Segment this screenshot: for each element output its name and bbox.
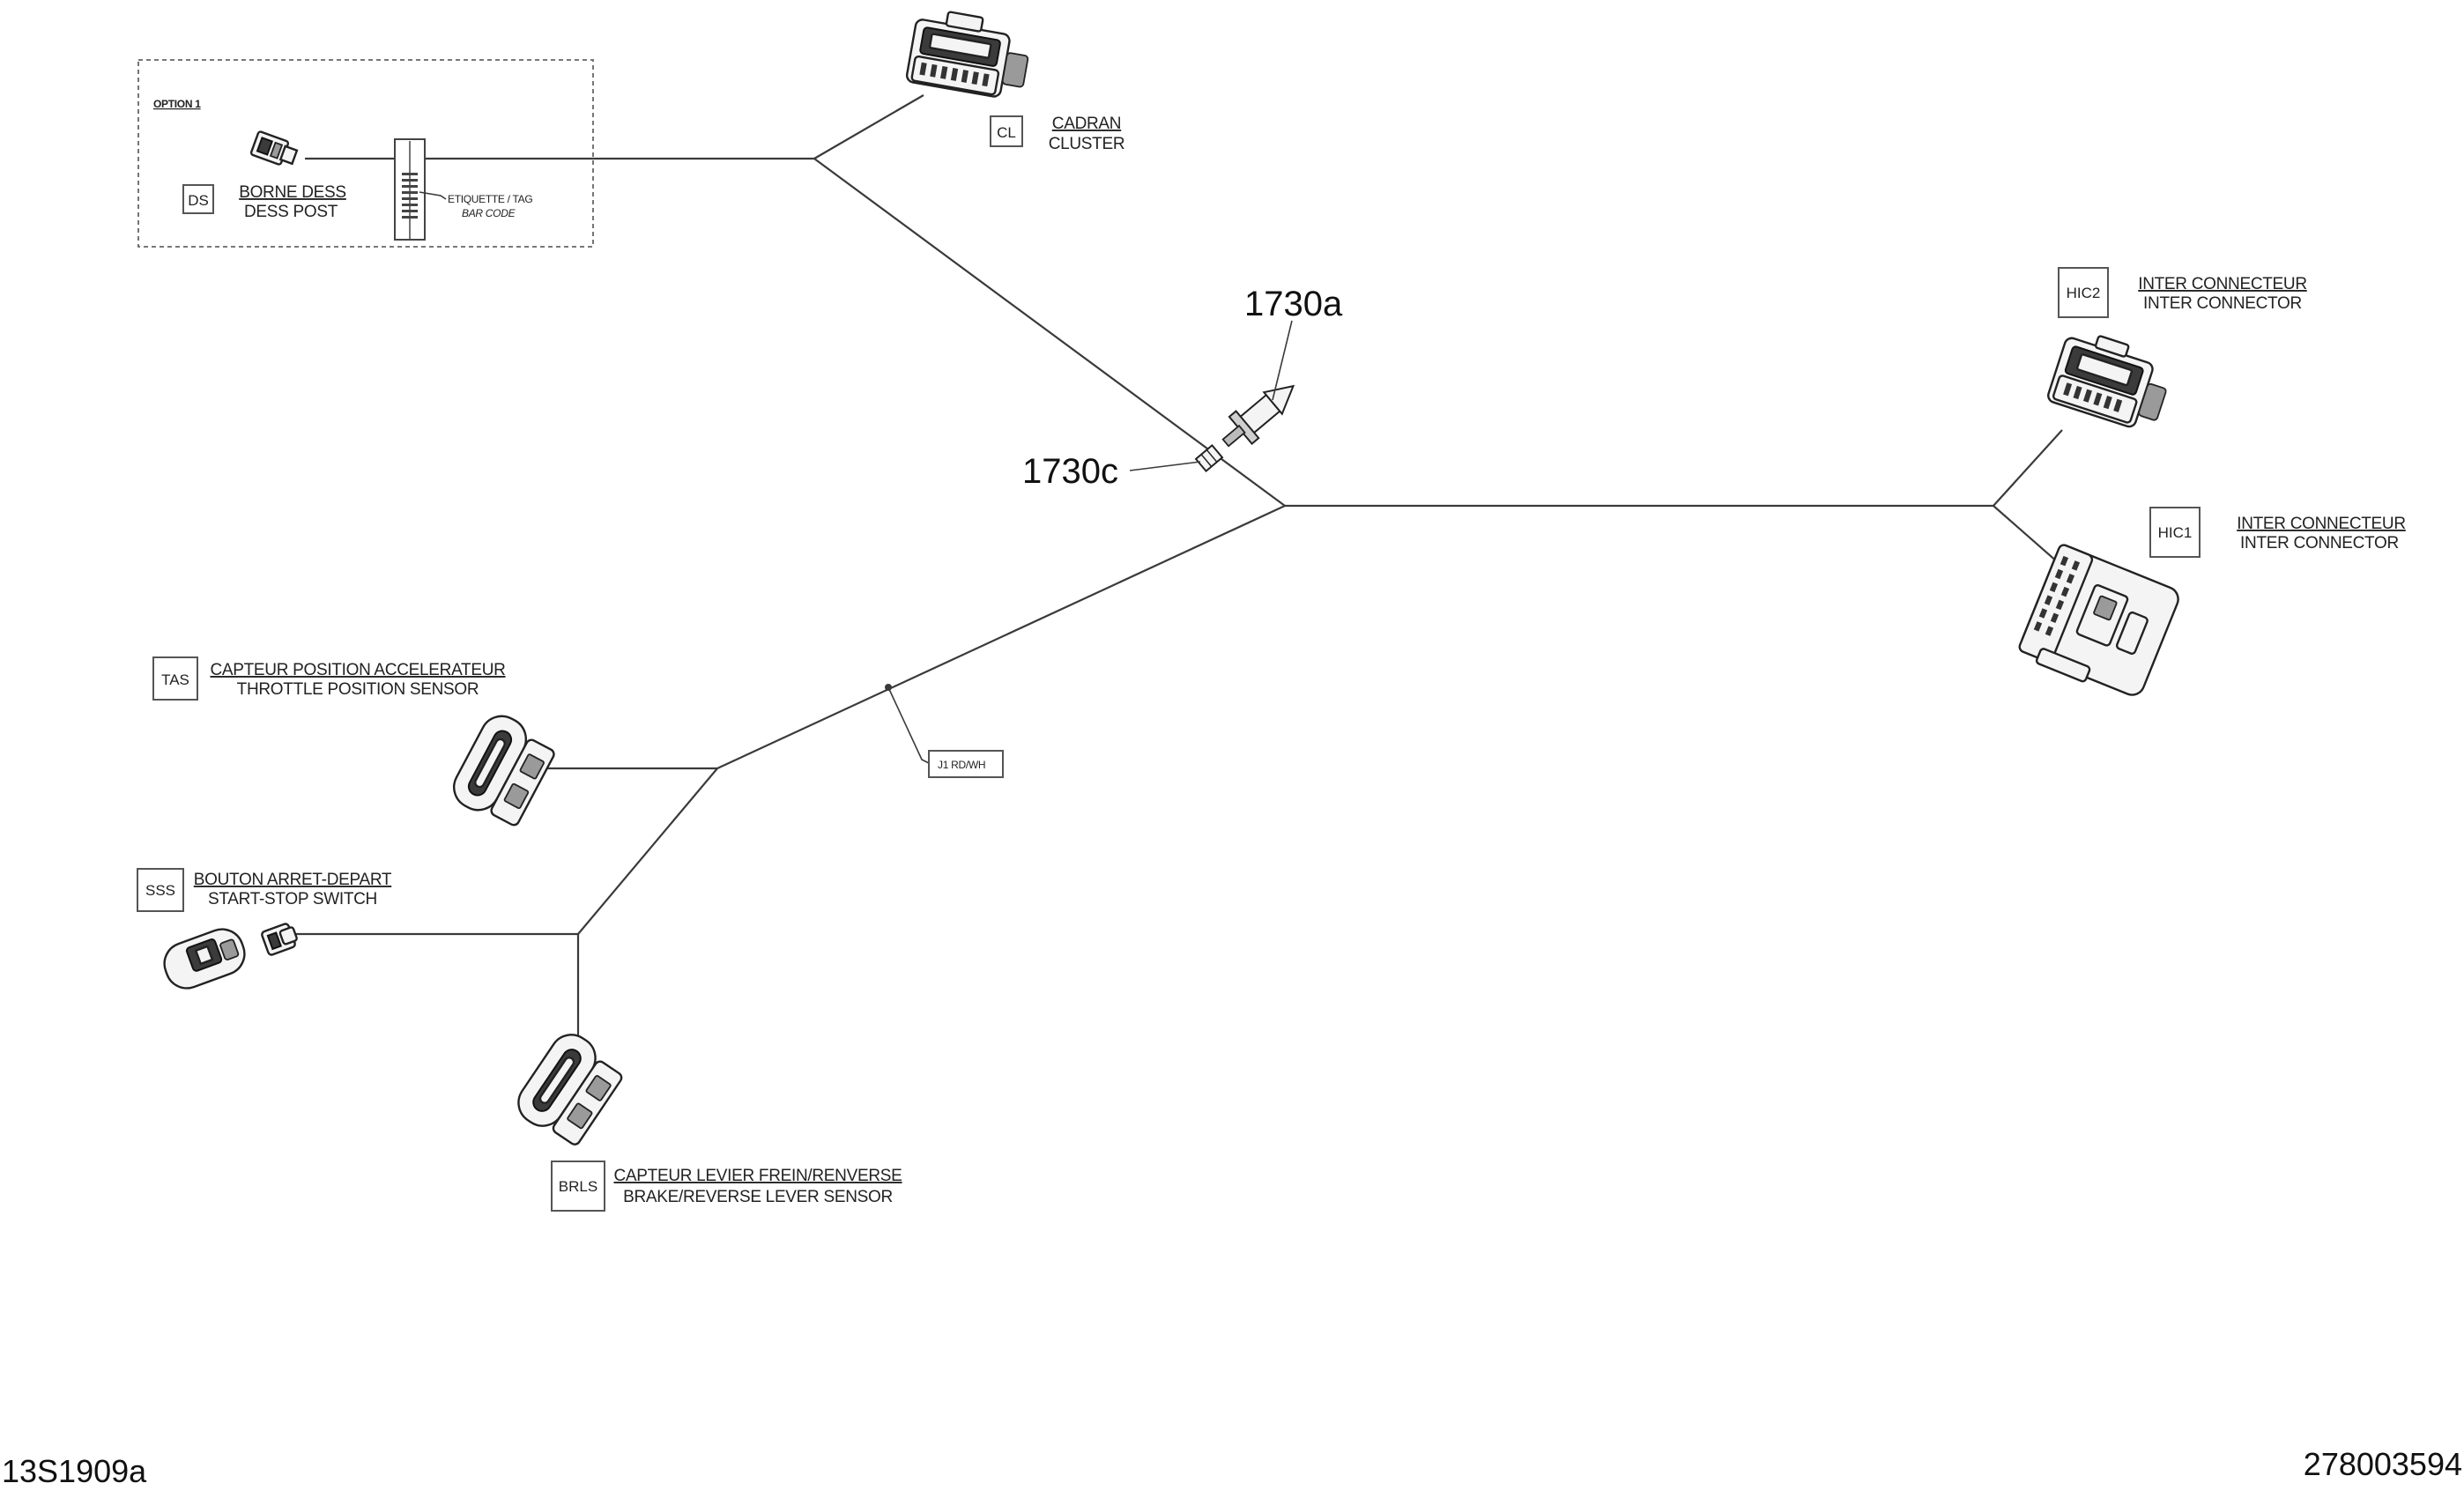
brls-code: BRLS xyxy=(559,1178,597,1195)
cl-label-en: CLUSTER xyxy=(1049,135,1125,153)
cl-label-fr: CADRAN xyxy=(1052,115,1121,133)
hic1-label-fr: INTER CONNECTEUR xyxy=(2237,515,2406,533)
tas-label-fr: CAPTEUR POSITION ACCELERATEUR xyxy=(210,661,505,679)
ds-label-en: DESS POST xyxy=(244,203,338,221)
hic2-connector-icon xyxy=(2047,335,2167,428)
push-clip-icon xyxy=(1221,384,1295,448)
cluster-connector-icon xyxy=(905,11,1029,98)
barcode-leader xyxy=(419,191,447,200)
brls-label-en: BRAKE/REVERSE LEVER SENSOR xyxy=(623,1188,893,1206)
drawing-ref-right: 278003594 xyxy=(2304,1446,2462,1482)
brls-code-box xyxy=(551,1161,605,1212)
hic1-connector: HIC1 INTER CONNECTEUR INTER CONNECTOR xyxy=(2018,507,2406,696)
tas-code: TAS xyxy=(161,671,189,688)
callout-1730a: 1730a xyxy=(1244,285,1343,323)
callout-1730c: 1730c xyxy=(1022,452,1118,491)
hic1-code: HIC1 xyxy=(2158,524,2193,541)
splice-label-group: J1 RD/WH xyxy=(928,750,1004,778)
cl-code: CL xyxy=(997,124,1016,141)
option-1-dashed-box xyxy=(137,59,594,248)
cl-code-box xyxy=(990,115,1023,147)
hic1-code-box xyxy=(2149,507,2201,558)
clip-callouts: 1730a 1730c xyxy=(1022,285,1343,491)
harness-wires xyxy=(291,94,2081,1057)
hic2-branch xyxy=(1993,429,2063,507)
tas-connector-icon xyxy=(453,715,555,827)
brls-connector: BRLS CAPTEUR LEVIER FREIN/RENVERSE BRAKE… xyxy=(517,1034,902,1212)
sss-label-en: START-STOP SWITCH xyxy=(208,890,377,908)
hic2-code-box xyxy=(2058,267,2109,318)
sss-code: SSS xyxy=(145,882,175,899)
sss-plug-icon xyxy=(261,923,298,956)
sss-switch-icon xyxy=(163,928,246,990)
hic2-label-fr: INTER CONNECTEUR xyxy=(2138,275,2307,293)
splice-label-box xyxy=(928,750,1004,778)
brls-connector-icon xyxy=(517,1034,623,1146)
callout-c-leader xyxy=(1129,461,1201,471)
sss-connector: SSS BOUTON ARRET-DEPART START-STOP SWITC… xyxy=(137,868,392,990)
trunk-lower xyxy=(716,505,1286,769)
ds-code: DS xyxy=(188,192,209,209)
tas-code-box xyxy=(152,656,198,701)
barcode-label-2: BAR CODE xyxy=(462,207,516,219)
cluster-branch xyxy=(813,94,924,159)
hic2-connector: HIC2 INTER CONNECTEUR INTER CONNECTOR xyxy=(2047,267,2307,428)
barcode-tag-icon xyxy=(394,138,426,241)
tas-connector: TAS CAPTEUR POSITION ACCELERATEUR THROTT… xyxy=(152,656,555,827)
ds-code-box xyxy=(182,184,214,214)
drawing-ref-left: 13S1909a xyxy=(2,1453,147,1489)
option-1-title: OPTION 1 xyxy=(153,98,201,110)
sss-label-fr: BOUTON ARRET-DEPART xyxy=(194,871,392,889)
barcode-label-1: ETIQUETTE / TAG xyxy=(448,193,532,205)
cluster-connector: CL CADRAN CLUSTER xyxy=(905,11,1125,153)
trunk-to-cluster-junction xyxy=(813,158,1286,507)
trunk-lower-2 xyxy=(577,768,718,935)
splice-label: J1 RD/WH xyxy=(938,759,985,771)
splice-leader xyxy=(887,686,930,764)
hic2-label-en: INTER CONNECTOR xyxy=(2143,294,2302,313)
hic2-code: HIC2 xyxy=(2067,285,2101,301)
strap-clip-icon xyxy=(1194,443,1224,473)
tas-label-en: THROTTLE POSITION SENSOR xyxy=(237,680,479,699)
sss-code-box xyxy=(137,868,184,912)
dess-post-connector-icon xyxy=(249,130,299,166)
brls-label-fr: CAPTEUR LEVIER FREIN/RENVERSE xyxy=(613,1167,902,1185)
callout-a-leader xyxy=(1272,320,1293,401)
option-1-group: OPTION 1 DS BORNE DESS DESS POST xyxy=(137,59,594,248)
hic1-connector-icon xyxy=(2018,544,2179,696)
hic1-label-en: INTER CONNECTOR xyxy=(2240,534,2399,552)
ds-label-fr: BORNE DESS xyxy=(239,183,346,202)
